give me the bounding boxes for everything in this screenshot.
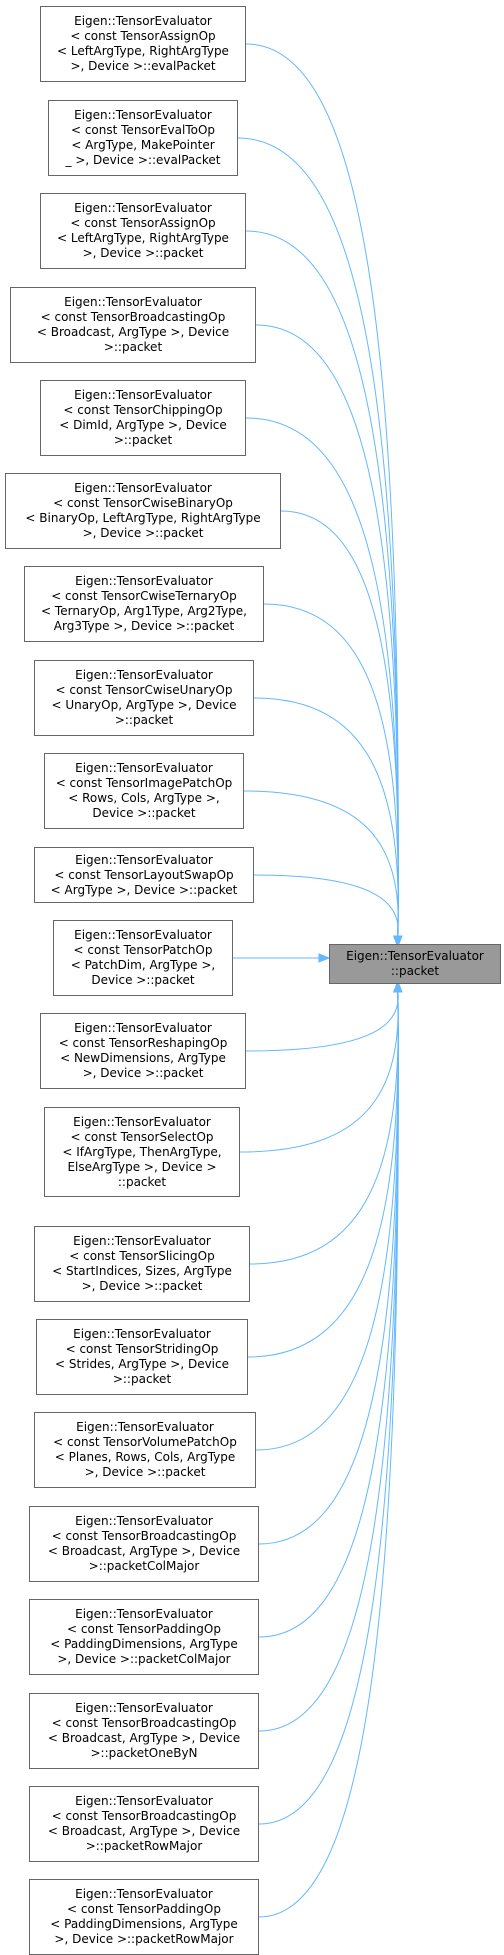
- call-edge: [258, 990, 399, 1545]
- caller-node-label: Eigen::TensorEvaluator < const TensorBro…: [36, 295, 230, 354]
- call-edge: [255, 324, 399, 938]
- caller-node[interactable]: Eigen::TensorEvaluator < const TensorSel…: [44, 1107, 240, 1197]
- call-edge: [245, 990, 399, 1052]
- caller-node-label: Eigen::TensorEvaluator < const TensorAss…: [57, 201, 229, 260]
- caller-node[interactable]: Eigen::TensorEvaluator < const TensorPad…: [29, 1879, 259, 1955]
- caller-node-label: Eigen::TensorEvaluator < const TensorRes…: [58, 1021, 228, 1080]
- caller-node[interactable]: Eigen::TensorEvaluator < const TensorBro…: [29, 1506, 259, 1582]
- caller-node-label: Eigen::TensorEvaluator < const TensorPad…: [50, 1607, 238, 1666]
- call-edge: [253, 874, 399, 938]
- call-edge-arrowhead: [393, 935, 403, 948]
- call-edge: [249, 990, 399, 1265]
- call-edge: [258, 990, 399, 1918]
- call-edge: [245, 43, 399, 938]
- caller-node-label: Eigen::TensorEvaluator < const TensorEva…: [65, 108, 221, 167]
- caller-node[interactable]: Eigen::TensorEvaluator < const TensorChi…: [40, 380, 246, 456]
- call-edge: [239, 990, 399, 1153]
- caller-node[interactable]: Eigen::TensorEvaluator < const TensorRes…: [40, 1013, 246, 1089]
- call-edge: [255, 990, 399, 1451]
- target-node-label: Eigen::TensorEvaluator ::packet: [346, 949, 484, 978]
- caller-node[interactable]: Eigen::TensorEvaluator < const TensorSli…: [34, 1226, 250, 1302]
- call-edge: [258, 990, 399, 1638]
- caller-node-label: Eigen::TensorEvaluator < const TensorCwi…: [51, 668, 237, 727]
- call-edge-arrowhead: [318, 953, 331, 963]
- caller-node-label: Eigen::TensorEvaluator < const TensorPad…: [50, 1887, 238, 1946]
- call-edge-arrowhead: [393, 980, 403, 993]
- caller-node-label: Eigen::TensorEvaluator < const TensorIma…: [55, 761, 233, 820]
- caller-node[interactable]: Eigen::TensorEvaluator < const TensorBro…: [29, 1693, 259, 1769]
- call-edge: [247, 990, 399, 1358]
- caller-node[interactable]: Eigen::TensorEvaluator < const TensorLay…: [34, 847, 254, 903]
- caller-node-label: Eigen::TensorEvaluator < const TensorCwi…: [25, 481, 261, 540]
- caller-node[interactable]: Eigen::TensorEvaluator < const TensorVol…: [34, 1412, 256, 1488]
- caller-node-label: Eigen::TensorEvaluator < const TensorBro…: [47, 1794, 241, 1853]
- caller-node[interactable]: Eigen::TensorEvaluator < const TensorAss…: [40, 193, 246, 269]
- caller-node-label: Eigen::TensorEvaluator < const TensorStr…: [55, 1327, 229, 1386]
- caller-node[interactable]: Eigen::TensorEvaluator < const TensorCwi…: [24, 566, 264, 642]
- caller-node[interactable]: Eigen::TensorEvaluator < const TensorBro…: [29, 1786, 259, 1862]
- call-edge: [280, 510, 399, 938]
- call-edge: [245, 230, 399, 938]
- caller-node-label: Eigen::TensorEvaluator < const TensorVol…: [53, 1420, 237, 1479]
- call-edge: [258, 990, 399, 1732]
- caller-node[interactable]: Eigen::TensorEvaluator < const TensorIma…: [44, 753, 244, 829]
- caller-node-label: Eigen::TensorEvaluator < const TensorPat…: [70, 928, 216, 987]
- caller-node-label: Eigen::TensorEvaluator < const TensorSel…: [62, 1114, 222, 1189]
- call-edge: [243, 790, 399, 938]
- caller-node-label: Eigen::TensorEvaluator < const TensorLay…: [50, 852, 238, 897]
- caller-node[interactable]: Eigen::TensorEvaluator < const TensorEva…: [48, 100, 238, 176]
- caller-node[interactable]: Eigen::TensorEvaluator < const TensorStr…: [36, 1319, 248, 1395]
- caller-node[interactable]: Eigen::TensorEvaluator < const TensorCwi…: [5, 473, 281, 549]
- caller-node-label: Eigen::TensorEvaluator < const TensorBro…: [47, 1514, 241, 1573]
- call-edge: [237, 137, 399, 938]
- caller-node-label: Eigen::TensorEvaluator < const TensorChi…: [59, 388, 227, 447]
- caller-node[interactable]: Eigen::TensorEvaluator < const TensorPat…: [53, 920, 233, 996]
- caller-node-label: Eigen::TensorEvaluator < const TensorBro…: [47, 1701, 241, 1760]
- call-edge: [258, 990, 399, 1825]
- caller-node[interactable]: Eigen::TensorEvaluator < const TensorBro…: [10, 287, 256, 363]
- caller-node[interactable]: Eigen::TensorEvaluator < const TensorCwi…: [34, 660, 254, 736]
- call-edge: [253, 697, 399, 938]
- caller-node[interactable]: Eigen::TensorEvaluator < const TensorAss…: [40, 6, 246, 82]
- call-edge: [263, 603, 399, 938]
- caller-node[interactable]: Eigen::TensorEvaluator < const TensorPad…: [29, 1599, 259, 1675]
- caller-node-label: Eigen::TensorEvaluator < const TensorAss…: [57, 14, 229, 73]
- target-node-tensorevaluator-packet: Eigen::TensorEvaluator ::packet: [329, 944, 501, 984]
- caller-node-label: Eigen::TensorEvaluator < const TensorCwi…: [41, 574, 247, 633]
- caller-node-label: Eigen::TensorEvaluator < const TensorSli…: [52, 1234, 232, 1293]
